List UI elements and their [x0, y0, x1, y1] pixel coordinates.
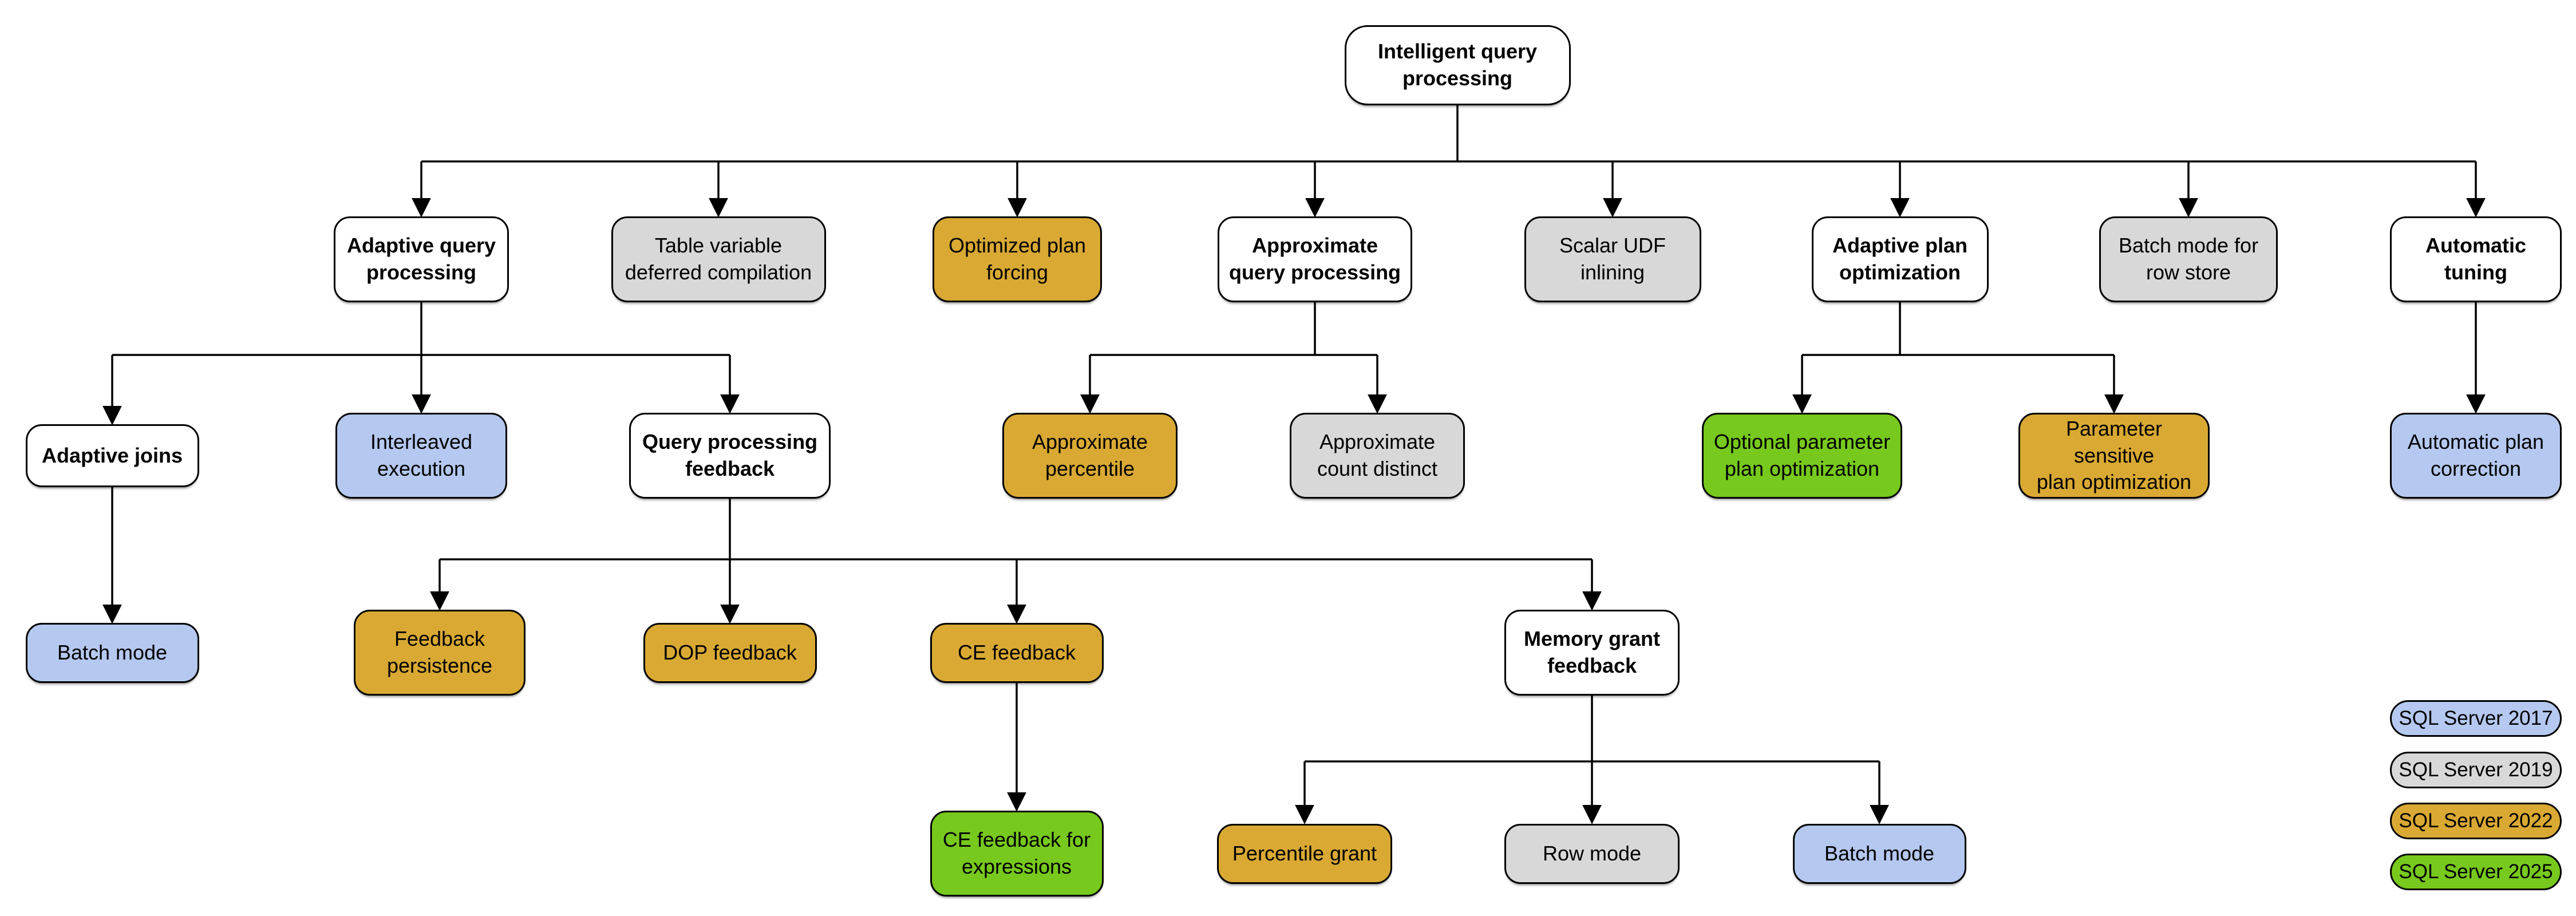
- node-approximate-count-distinct: Approximate count distinct: [1290, 413, 1465, 499]
- node-memory-grant-feedback: Memory grant feedback: [1504, 610, 1680, 696]
- node-approximate-percentile: Approximate percentile: [1002, 413, 1178, 499]
- legend-sql-server-2022: SQL Server 2022: [2390, 803, 2562, 839]
- legend-sql-server-2017: SQL Server 2017: [2390, 700, 2562, 737]
- node-row-mode: Row mode: [1504, 823, 1680, 884]
- legend-sql-server-2019: SQL Server 2019: [2390, 752, 2562, 788]
- node-batch-mode-adaptive-joins: Batch mode: [25, 622, 199, 683]
- legend-sql-server-2025: SQL Server 2025: [2390, 854, 2562, 890]
- node-batch-mode-memory-grant: Batch mode: [1792, 823, 1966, 884]
- node-optional-parameter-plan-optimization: Optional parameter plan optimization: [1702, 413, 1902, 499]
- node-adaptive-plan-optimization: Adaptive plan optimization: [1811, 216, 1989, 302]
- node-approximate-query-processing: Approximate query processing: [1218, 216, 1412, 302]
- node-batch-mode-for-row-store: Batch mode for row store: [2099, 216, 2278, 302]
- node-query-processing-feedback: Query processing feedback: [629, 413, 831, 499]
- node-adaptive-joins: Adaptive joins: [25, 424, 199, 487]
- node-adaptive-query-processing: Adaptive query processing: [334, 216, 509, 302]
- node-percentile-grant: Percentile grant: [1217, 823, 1392, 884]
- node-dop-feedback: DOP feedback: [643, 622, 817, 683]
- node-parameter-sensitive-plan-optimization: Parameter sensitive plan optimization: [2018, 413, 2210, 499]
- node-ce-feedback-for-expressions: CE feedback for expressions: [930, 811, 1104, 897]
- node-ce-feedback: CE feedback: [930, 622, 1104, 683]
- node-automatic-tuning: Automatic tuning: [2390, 216, 2562, 302]
- node-optimized-plan-forcing: Optimized plan forcing: [933, 216, 1102, 302]
- node-feedback-persistence: Feedback persistence: [354, 610, 526, 696]
- node-interleaved-execution: Interleaved execution: [335, 413, 507, 499]
- node-scalar-udf-inlining: Scalar UDF inlining: [1524, 216, 1701, 302]
- node-intelligent-query-processing: Intelligent query processing: [1344, 25, 1571, 105]
- node-table-variable-deferred-compilation: Table variable deferred compilation: [611, 216, 826, 302]
- node-automatic-plan-correction: Automatic plan correction: [2390, 413, 2562, 499]
